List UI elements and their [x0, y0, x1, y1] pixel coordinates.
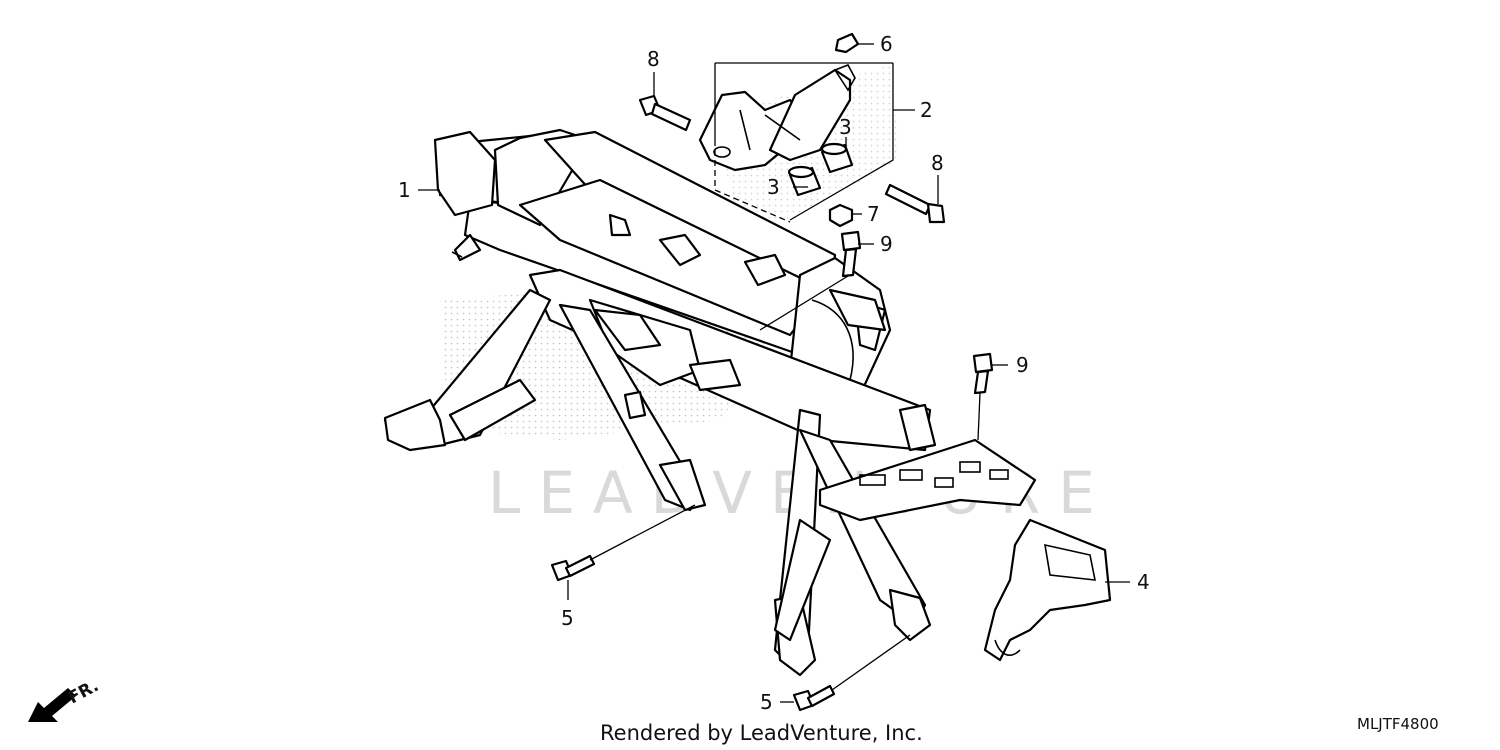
spacer-lower	[787, 165, 822, 197]
bolt-right-mid	[972, 352, 994, 395]
front-direction-arrow: FR.	[28, 676, 102, 722]
bolt-lower-center	[792, 684, 836, 712]
callout-9-upper: 9	[880, 232, 893, 256]
leader-lines	[418, 43, 1130, 703]
main-frame	[383, 128, 1037, 677]
callout-7: 7	[867, 202, 880, 226]
callout-8-right: 8	[931, 151, 944, 175]
callout-3-lower: 3	[767, 175, 780, 199]
nut	[828, 203, 854, 228]
callout-9-right: 9	[1016, 353, 1029, 377]
callout-5-bottom: 5	[760, 690, 773, 714]
bolt-lower-left	[550, 554, 596, 582]
clip	[834, 32, 860, 54]
front-direction-label: FR.	[65, 676, 102, 708]
spacer-upper	[820, 142, 854, 174]
bolt-upper-mid	[840, 230, 862, 278]
callout-5-left: 5	[561, 606, 574, 630]
bolt-upper-left	[638, 94, 692, 132]
callout-1: 1	[398, 178, 411, 202]
footer-credit: Rendered by LeadVenture, Inc.	[600, 721, 923, 745]
callout-2: 2	[920, 98, 933, 122]
mount-bracket	[698, 64, 856, 172]
bolt-right	[884, 183, 946, 224]
callout-4: 4	[1137, 570, 1150, 594]
callout-3-upper: 3	[839, 115, 852, 139]
guard-plate	[983, 518, 1112, 662]
callout-6: 6	[880, 32, 893, 56]
diagram-code: MLJTF4800	[1357, 715, 1439, 733]
callout-8-left: 8	[647, 47, 660, 71]
